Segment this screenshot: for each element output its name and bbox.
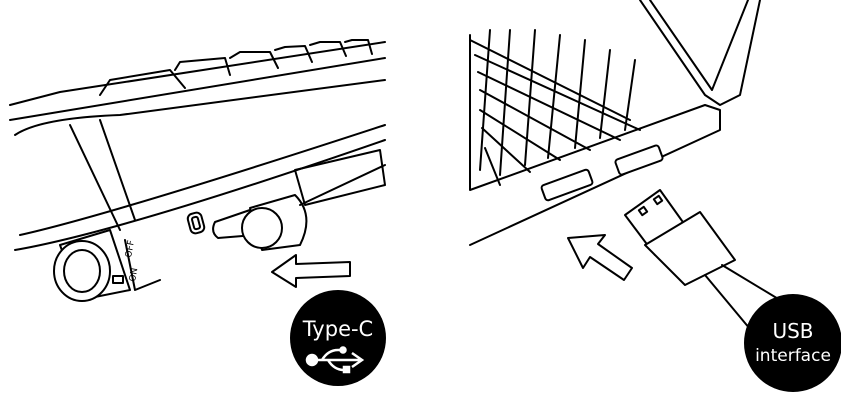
type-c-plug (212, 164, 386, 251)
usb-label: USB (772, 319, 813, 343)
insert-arrow-up (567, 234, 633, 281)
usb-ports (540, 144, 664, 202)
power-knob (53, 229, 161, 302)
keyboard-illustration: OFF ON (9, 39, 386, 302)
laptop-illustration (469, 0, 781, 336)
type-c-label: Type-C (302, 317, 373, 341)
insert-arrow-left (271, 254, 351, 288)
type-c-port (186, 211, 206, 235)
switch-label-off: OFF (124, 240, 137, 259)
keycaps (99, 39, 373, 96)
switch-label-on: ON (128, 267, 140, 282)
keyboard-keys (469, 29, 641, 186)
interface-label: interface (755, 346, 831, 366)
usb-interface-badge: USB interface (744, 294, 841, 392)
usb-a-plug (624, 189, 781, 336)
type-c-badge: Type-C (290, 290, 386, 386)
usb-trident-icon (305, 346, 365, 374)
